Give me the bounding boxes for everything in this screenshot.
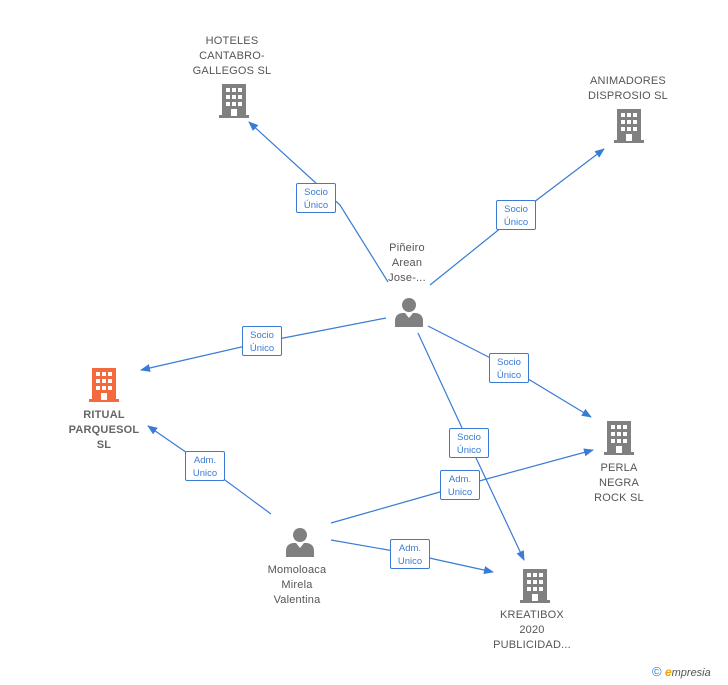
edge-label-momoloaca-kreatibox: Adm. Unico [390, 539, 430, 569]
node-label-pineiro: Piñeiro Arean Jose-... [388, 242, 426, 284]
edge-pineiro-hoteles [248, 121, 389, 283]
node-label-animadores: ANIMADORES DISPROSIO SL [587, 75, 669, 102]
node-label-ritual: RITUAL PARQUESOL SL [68, 409, 140, 451]
copyright-icon: © [652, 664, 662, 679]
node-label-kreatibox: KREATIBOX 2020 PUBLICIDAD... [493, 609, 571, 651]
node-label-perla: PERLA NEGRA ROCK SL [594, 462, 644, 504]
edge-label-pineiro-perla: Socio Único [489, 353, 529, 383]
edge-label-momoloaca-ritual: Adm. Unico [185, 451, 225, 481]
building-icon [614, 109, 644, 143]
empresia-watermark: © empresia [652, 664, 711, 679]
edge-label-momoloaca-perla: Adm. Unico [440, 470, 480, 500]
node-label-momoloaca: Momoloaca Mirela Valentina [267, 564, 327, 606]
brand-name: mpresia [671, 667, 711, 679]
edge-label-pineiro-hoteles: Socio Único [296, 183, 336, 213]
person-icon [395, 298, 423, 327]
building-icon [89, 368, 119, 402]
building-icon [219, 84, 249, 118]
edge-label-pineiro-kreatibox: Socio Único [449, 428, 489, 458]
building-icon [604, 421, 634, 455]
building-icon [520, 569, 550, 603]
node-label-hoteles: HOTELES CANTABRO- GALLEGOS SL [192, 35, 272, 77]
edge-label-pineiro-ritual: Socio Único [242, 326, 282, 356]
person-icon [286, 528, 314, 557]
brand-initial: e [664, 665, 672, 679]
edge-label-pineiro-animadores: Socio Único [496, 200, 536, 230]
